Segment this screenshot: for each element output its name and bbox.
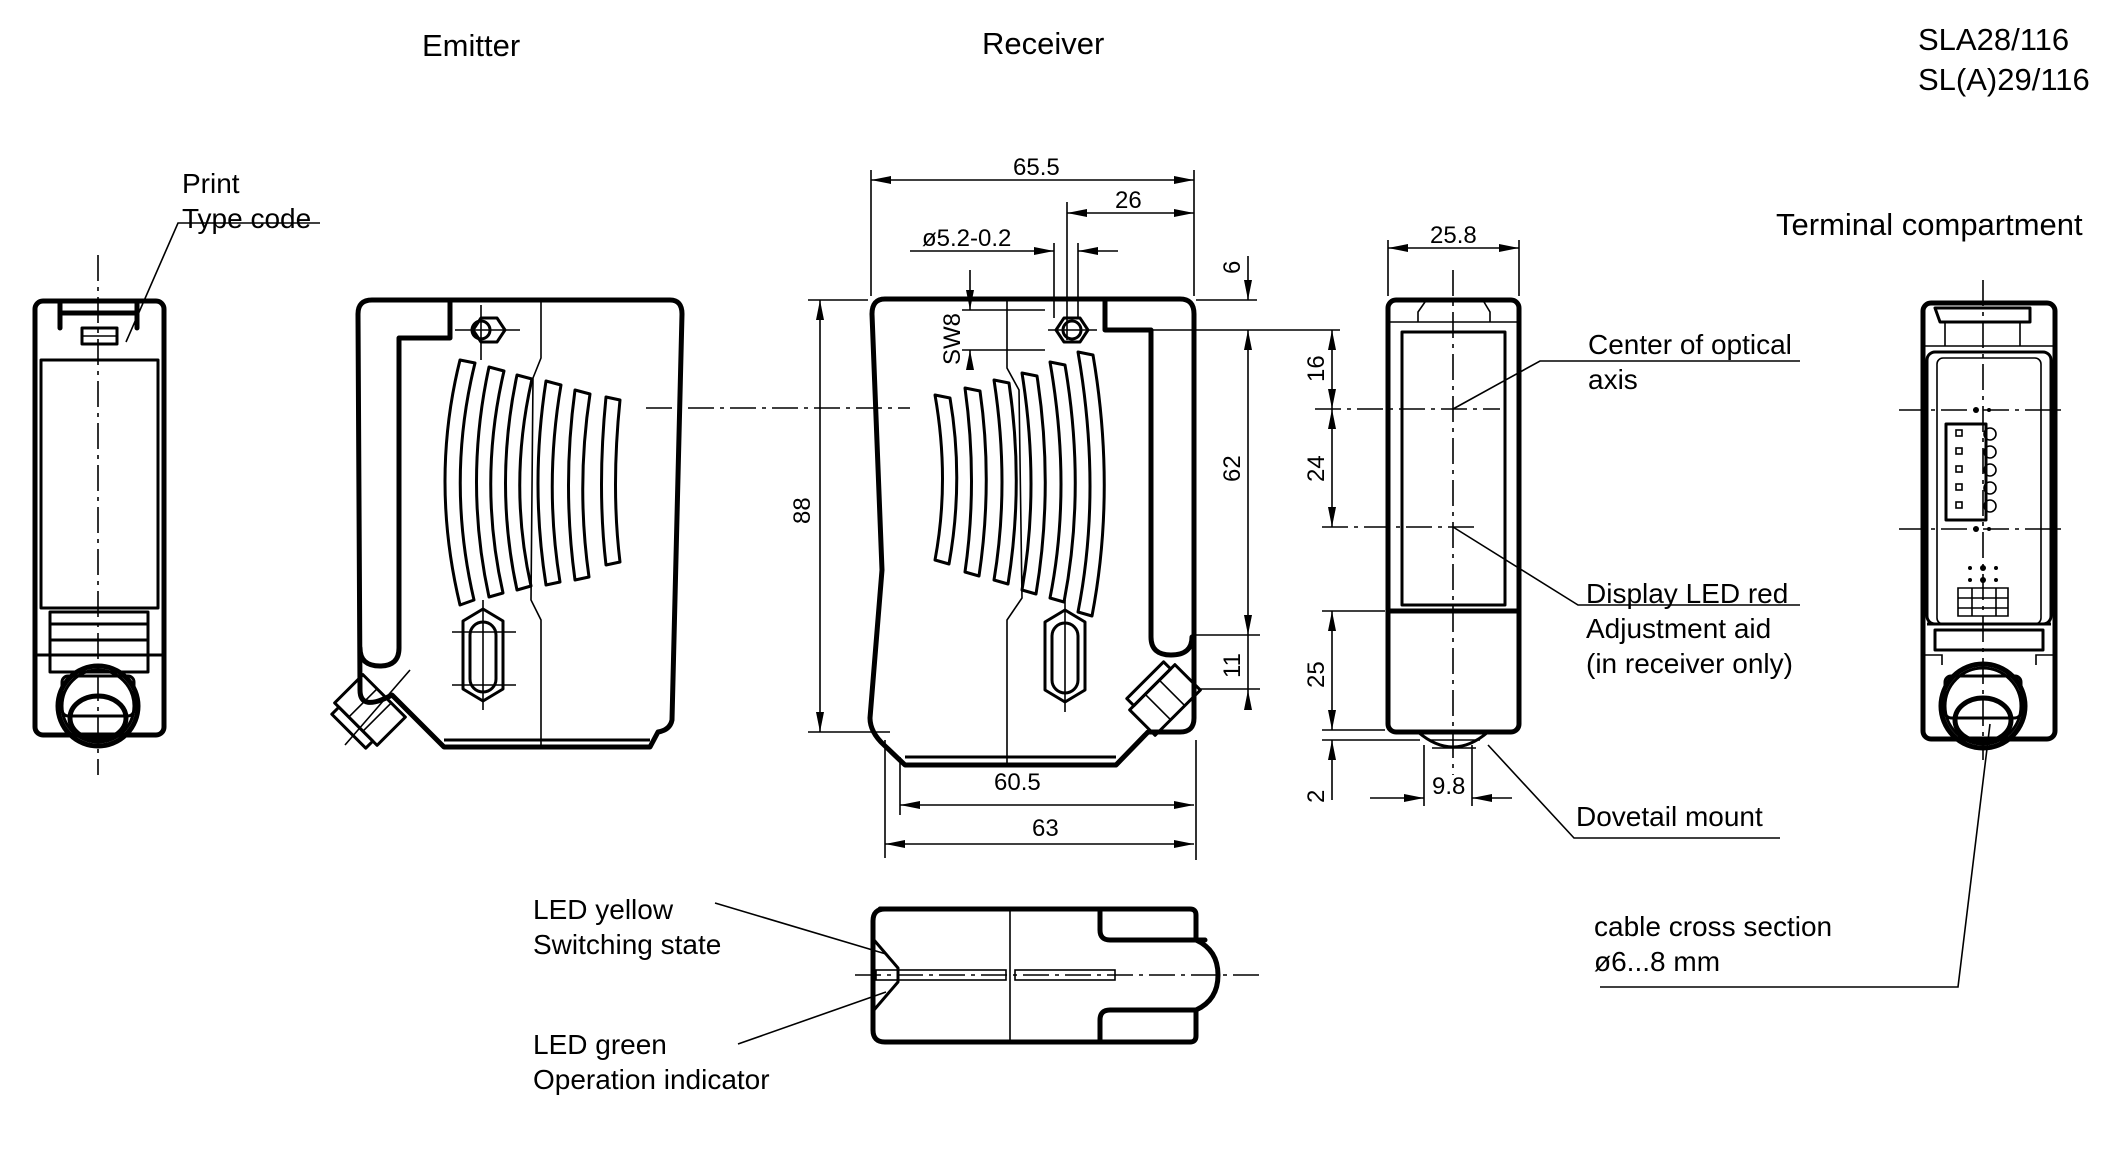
callout-switching-state: Switching state [533,929,721,960]
callout-display-led-1: Display LED red [1586,578,1788,609]
dim-65-5: 65.5 [1013,154,1060,181]
emitter-body [330,297,910,750]
callout-led-yellow: LED yellow [533,894,674,925]
title-receiver: Receiver [982,26,1104,61]
callout-optical-axis-1: Center of optical [1588,329,1792,360]
title-emitter: Emitter [422,28,520,63]
dim-26: 26 [1115,187,1142,214]
model-number-2: SL(A)29/116 [1918,62,2090,97]
callout-cable-cross-section: cable cross section [1594,911,1832,942]
terminal-compartment-view: cable cross section ø6...8 mm [1594,280,2066,988]
callout-display-led-3: (in receiver only) [1586,648,1793,679]
dim-25-8: 25.8 [1430,222,1477,249]
side-view: 25.8 16 24 25 2 9.8 Center of optical ax… [1303,222,1800,839]
receiver-dimensions: 65.5 26 ø5.2-0.2 SW8 6 62 11 88 [789,154,1340,860]
callout-type-code: Type code [182,203,311,234]
callout-optical-axis-2: axis [1588,364,1638,395]
dim-63: 63 [1032,815,1059,842]
dim-11: 11 [1219,653,1246,678]
dim-62: 62 [1219,455,1246,482]
dim-24: 24 [1303,455,1330,482]
callout-operation-indicator: Operation indicator [533,1064,770,1095]
model-number-1: SLA28/116 [1918,22,2069,57]
dim-88: 88 [789,497,816,524]
dim-16: 16 [1303,355,1330,382]
dim-sw8: SW8 [939,313,966,365]
callout-led-green: LED green [533,1029,667,1060]
dim-hole-diameter: ø5.2-0.2 [922,225,1011,252]
callout-cable-diameter: ø6...8 mm [1594,946,1720,977]
callout-display-led-2: Adjustment aid [1586,613,1771,644]
title-terminal-compartment: Terminal compartment [1776,207,2083,242]
callout-dovetail: Dovetail mount [1576,801,1763,832]
front-view-emitter: Print Type code [32,168,320,775]
dim-2: 2 [1303,790,1330,803]
bottom-view: LED yellow Switching state LED green Ope… [533,894,1260,1095]
dim-6: 6 [1219,261,1246,274]
receiver-body [867,296,1202,768]
callout-print: Print [182,168,240,199]
dim-25: 25 [1303,661,1330,688]
dim-60-5: 60.5 [994,769,1041,796]
dim-9-8: 9.8 [1432,773,1465,800]
